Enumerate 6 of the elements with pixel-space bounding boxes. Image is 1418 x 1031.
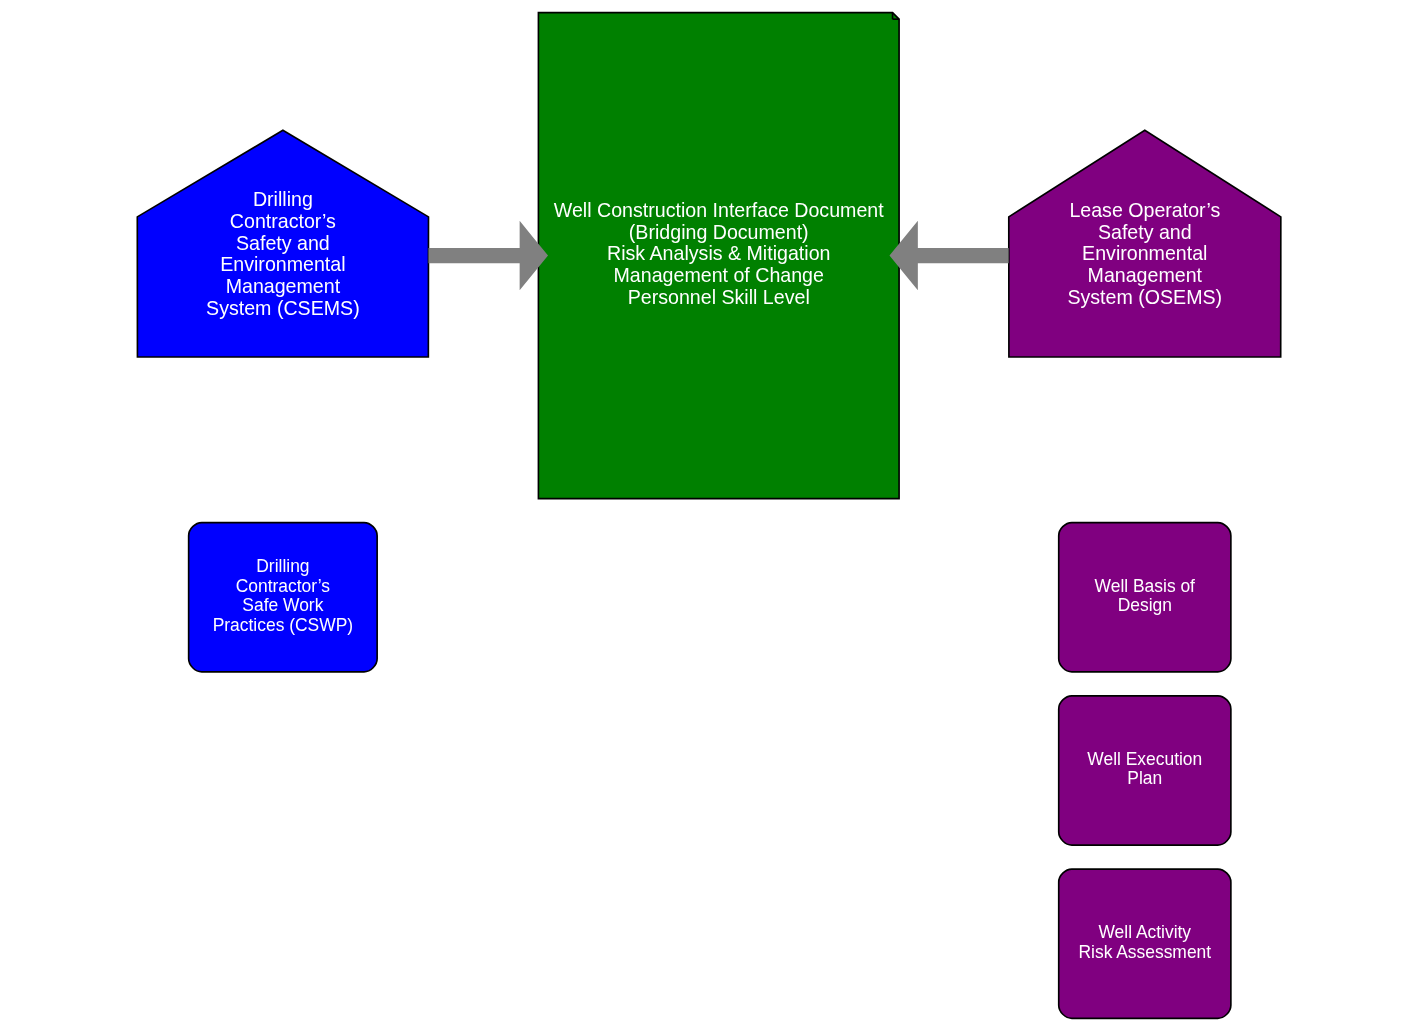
node-box: Well Basis of Design [1057,521,1232,673]
arrow [428,220,548,291]
node-box: Well Activity Risk Assessment [1057,868,1232,1020]
node-box: Well Execution Plan [1057,695,1232,846]
node-box: Drilling Contractor’s Safe Work Practices (CSWP) [187,521,378,673]
arrow [889,220,1009,291]
